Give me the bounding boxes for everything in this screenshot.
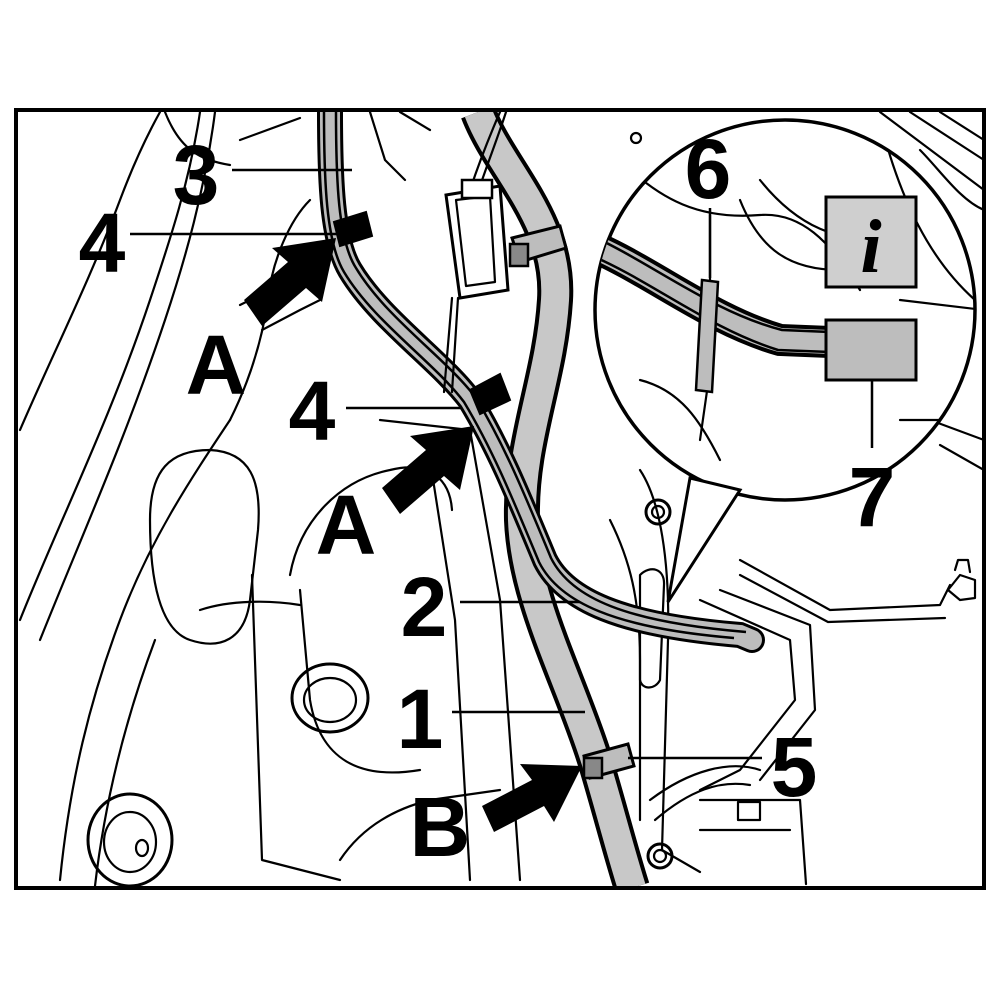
callout-4-upper: 4 xyxy=(79,196,126,290)
detail-pointer xyxy=(666,476,743,603)
callout-3: 3 xyxy=(173,128,220,222)
callout-7: 7 xyxy=(849,450,896,544)
arrow-a-upper xyxy=(244,238,336,326)
info-badge: i xyxy=(824,195,918,289)
callout-1: 1 xyxy=(397,672,444,766)
harness-connector xyxy=(442,110,510,394)
arrow-a-lower xyxy=(382,426,474,514)
callout-labels: 3 4 A 4 A 2 1 B 5 6 7 xyxy=(79,122,896,874)
callout-a-upper: A xyxy=(186,318,247,412)
callout-a-lower: A xyxy=(316,478,377,572)
figure-frame xyxy=(14,108,986,890)
leader-lines xyxy=(130,168,874,760)
callout-5: 5 xyxy=(771,720,818,814)
cable-tie-upper xyxy=(508,224,568,268)
cable-tie-5 xyxy=(582,742,636,780)
info-icon: i xyxy=(860,205,881,289)
callout-b: B xyxy=(410,780,471,874)
callout-4-lower: 4 xyxy=(289,364,336,458)
detail-magnifier xyxy=(593,118,977,502)
vehicle-body-structure xyxy=(18,110,984,888)
callout-2: 2 xyxy=(401,560,448,654)
callout-6: 6 xyxy=(685,122,732,216)
arrow-b xyxy=(482,764,582,832)
